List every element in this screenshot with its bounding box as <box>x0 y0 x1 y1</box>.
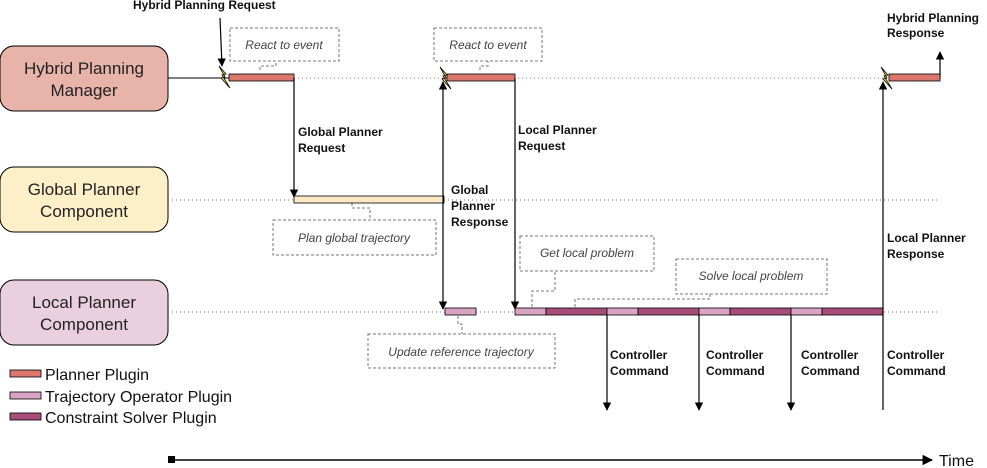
global-planner-bar <box>293 195 445 204</box>
legend-swatch-trajectory <box>9 391 42 400</box>
svg-text:React to event: React to event <box>449 38 527 52</box>
controller-command-1-line1: Controller <box>610 348 668 362</box>
svg-text:Manager: Manager <box>50 81 117 100</box>
svg-text:Component: Component <box>40 315 128 334</box>
note-solve-local: Solve local problem <box>574 258 828 307</box>
trajectory-bar-4 <box>790 307 823 316</box>
trajectory-bar-3 <box>698 307 731 316</box>
time-axis-start-marker <box>168 456 175 463</box>
svg-text:Get local problem: Get local problem <box>540 246 634 260</box>
global-response-line1: Global <box>451 183 488 197</box>
trajectory-bar-2 <box>606 307 639 316</box>
svg-text:Hybrid Planning: Hybrid Planning <box>24 59 144 78</box>
constraint-bar-3 <box>729 307 792 316</box>
controller-command-2-line1: Controller <box>706 348 764 362</box>
local-response-line2: Response <box>887 247 945 261</box>
controller-command-2-line2: Command <box>706 364 765 378</box>
controller-command-4-line1: Controller <box>887 348 945 362</box>
controller-command-3-line2: Command <box>801 364 860 378</box>
trajectory-bar-update <box>444 307 477 316</box>
constraint-bar-1 <box>545 307 608 316</box>
manager-bar-1 <box>228 73 295 82</box>
legend-label-trajectory: Trajectory Operator Plugin <box>45 389 232 406</box>
controller-command-3-line1: Controller <box>801 348 859 362</box>
constraint-bar-4 <box>821 307 884 316</box>
svg-text:React to event: React to event <box>245 38 323 52</box>
local-request-line2: Request <box>518 139 565 153</box>
legend-swatch-constraint <box>9 412 42 421</box>
event-lightning-icon-2 <box>439 66 452 90</box>
global-response-line3: Response <box>451 215 509 229</box>
note-react-2: React to event <box>433 27 543 70</box>
svg-text:Global Planner: Global Planner <box>28 180 141 199</box>
trajectory-bar-1 <box>514 307 547 316</box>
lane-global: Global Planner Component <box>0 166 169 233</box>
lane-manager: Hybrid Planning Manager <box>0 45 169 112</box>
svg-text:Update reference trajectory: Update reference trajectory <box>388 345 534 359</box>
local-response-line1: Local Planner <box>887 231 966 245</box>
legend: Planner Plugin Trajectory Operator Plugi… <box>9 367 232 427</box>
svg-text:Plan global trajectory: Plan global trajectory <box>298 231 411 245</box>
controller-command-1-line2: Command <box>610 364 669 378</box>
request-arrow <box>217 17 226 67</box>
response-top-line1: Hybrid Planning <box>887 11 979 25</box>
legend-swatch-planner <box>9 369 42 378</box>
response-top-line2: Response <box>887 26 945 40</box>
event-lightning-icon-3 <box>880 66 893 90</box>
constraint-bar-2 <box>637 307 700 316</box>
global-response-line2: Planner <box>451 199 495 213</box>
note-react-1: React to event <box>229 27 340 70</box>
hybrid-planning-request-label: Hybrid Planning Request <box>133 0 276 12</box>
global-request-line2: Request <box>298 141 345 155</box>
legend-label-constraint: Constraint Solver Plugin <box>45 410 217 427</box>
local-planner-bars <box>514 307 884 316</box>
time-axis-label: Time <box>939 453 974 468</box>
lane-local: Local Planner Component <box>0 279 169 346</box>
manager-bar-3 <box>888 73 941 82</box>
controller-command-4-line2: Command <box>887 364 946 378</box>
note-update-ref: Update reference trajectory <box>367 316 556 369</box>
global-request-line1: Global Planner <box>298 125 383 139</box>
event-lightning-icon-1 <box>218 65 231 89</box>
svg-text:Local Planner: Local Planner <box>32 293 136 312</box>
local-request-line1: Local Planner <box>518 123 597 137</box>
legend-label-planner: Planner Plugin <box>45 367 149 384</box>
svg-text:Component: Component <box>40 202 128 221</box>
manager-bar-2 <box>446 73 516 82</box>
note-plan-global: Plan global trajectory <box>272 203 437 256</box>
note-get-local: Get local problem <box>519 235 655 307</box>
svg-text:Solve local problem: Solve local problem <box>699 269 804 283</box>
